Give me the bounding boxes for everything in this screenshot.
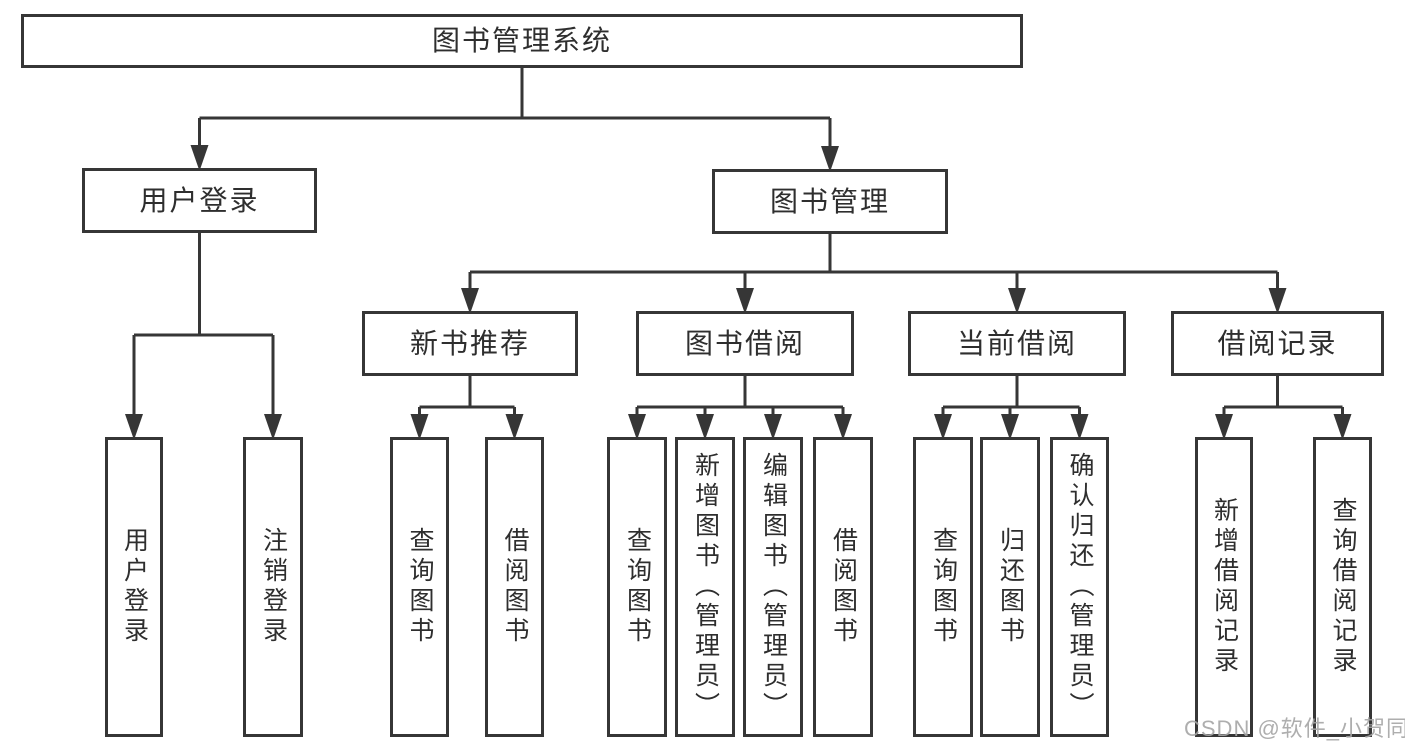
node-label: 查询图书 [929,527,958,647]
node-leaf-add-record: 新增借阅记录 [1195,437,1253,737]
node-book-borrow: 图书借阅 [636,311,854,376]
node-label: 查询图书 [623,527,652,647]
node-current-borrow: 当前借阅 [908,311,1126,376]
node-label: 图书借阅 [684,327,805,359]
node-leaf-add-book: 新增图书（管理员） [675,437,735,737]
node-borrow-records: 借阅记录 [1171,311,1384,376]
node-root: 图书管理系统 [21,14,1023,68]
node-label: 注销登录 [259,527,288,647]
node-user-login: 用户登录 [82,168,317,233]
node-leaf-query-book-1: 查询图书 [390,437,449,737]
node-label: 新增图书（管理员） [691,452,720,722]
node-leaf-query-record: 查询借阅记录 [1313,437,1372,737]
node-leaf-query-book-2: 查询图书 [607,437,667,737]
node-label: 图书管理系统 [431,25,612,56]
node-leaf-borrow-book-2: 借阅图书 [813,437,873,737]
node-label: 编辑图书（管理员） [759,452,788,722]
node-leaf-edit-book: 编辑图书（管理员） [743,437,803,737]
node-label: 归还图书 [996,527,1025,647]
node-label: 借阅图书 [501,527,529,647]
node-label: 用户登录 [139,184,260,216]
node-label: 新书推荐 [409,327,530,359]
node-label: 当前借阅 [956,327,1077,359]
node-leaf-query-book-3: 查询图书 [913,437,973,737]
node-new-book-rec: 新书推荐 [362,311,578,376]
node-label: 确认归还（管理员） [1066,452,1094,722]
node-leaf-borrow-book-1: 借阅图书 [485,437,544,737]
node-label: 新增借阅记录 [1210,497,1239,677]
watermark: CSDN @软件_小贺同学 [1184,716,1405,741]
node-leaf-logout: 注销登录 [243,437,303,737]
node-leaf-return-book: 归还图书 [980,437,1040,737]
node-leaf-user-login: 用户登录 [105,437,163,737]
node-label: 用户登录 [120,527,149,647]
node-leaf-confirm-return: 确认归还（管理员） [1050,437,1109,737]
node-label: 图书管理 [769,185,890,217]
node-label: 查询借阅记录 [1329,497,1357,677]
node-book-mgmt: 图书管理 [712,169,948,234]
node-label: 查询图书 [406,527,434,647]
node-label: 借阅记录 [1217,327,1338,359]
node-label: 借阅图书 [829,527,858,647]
